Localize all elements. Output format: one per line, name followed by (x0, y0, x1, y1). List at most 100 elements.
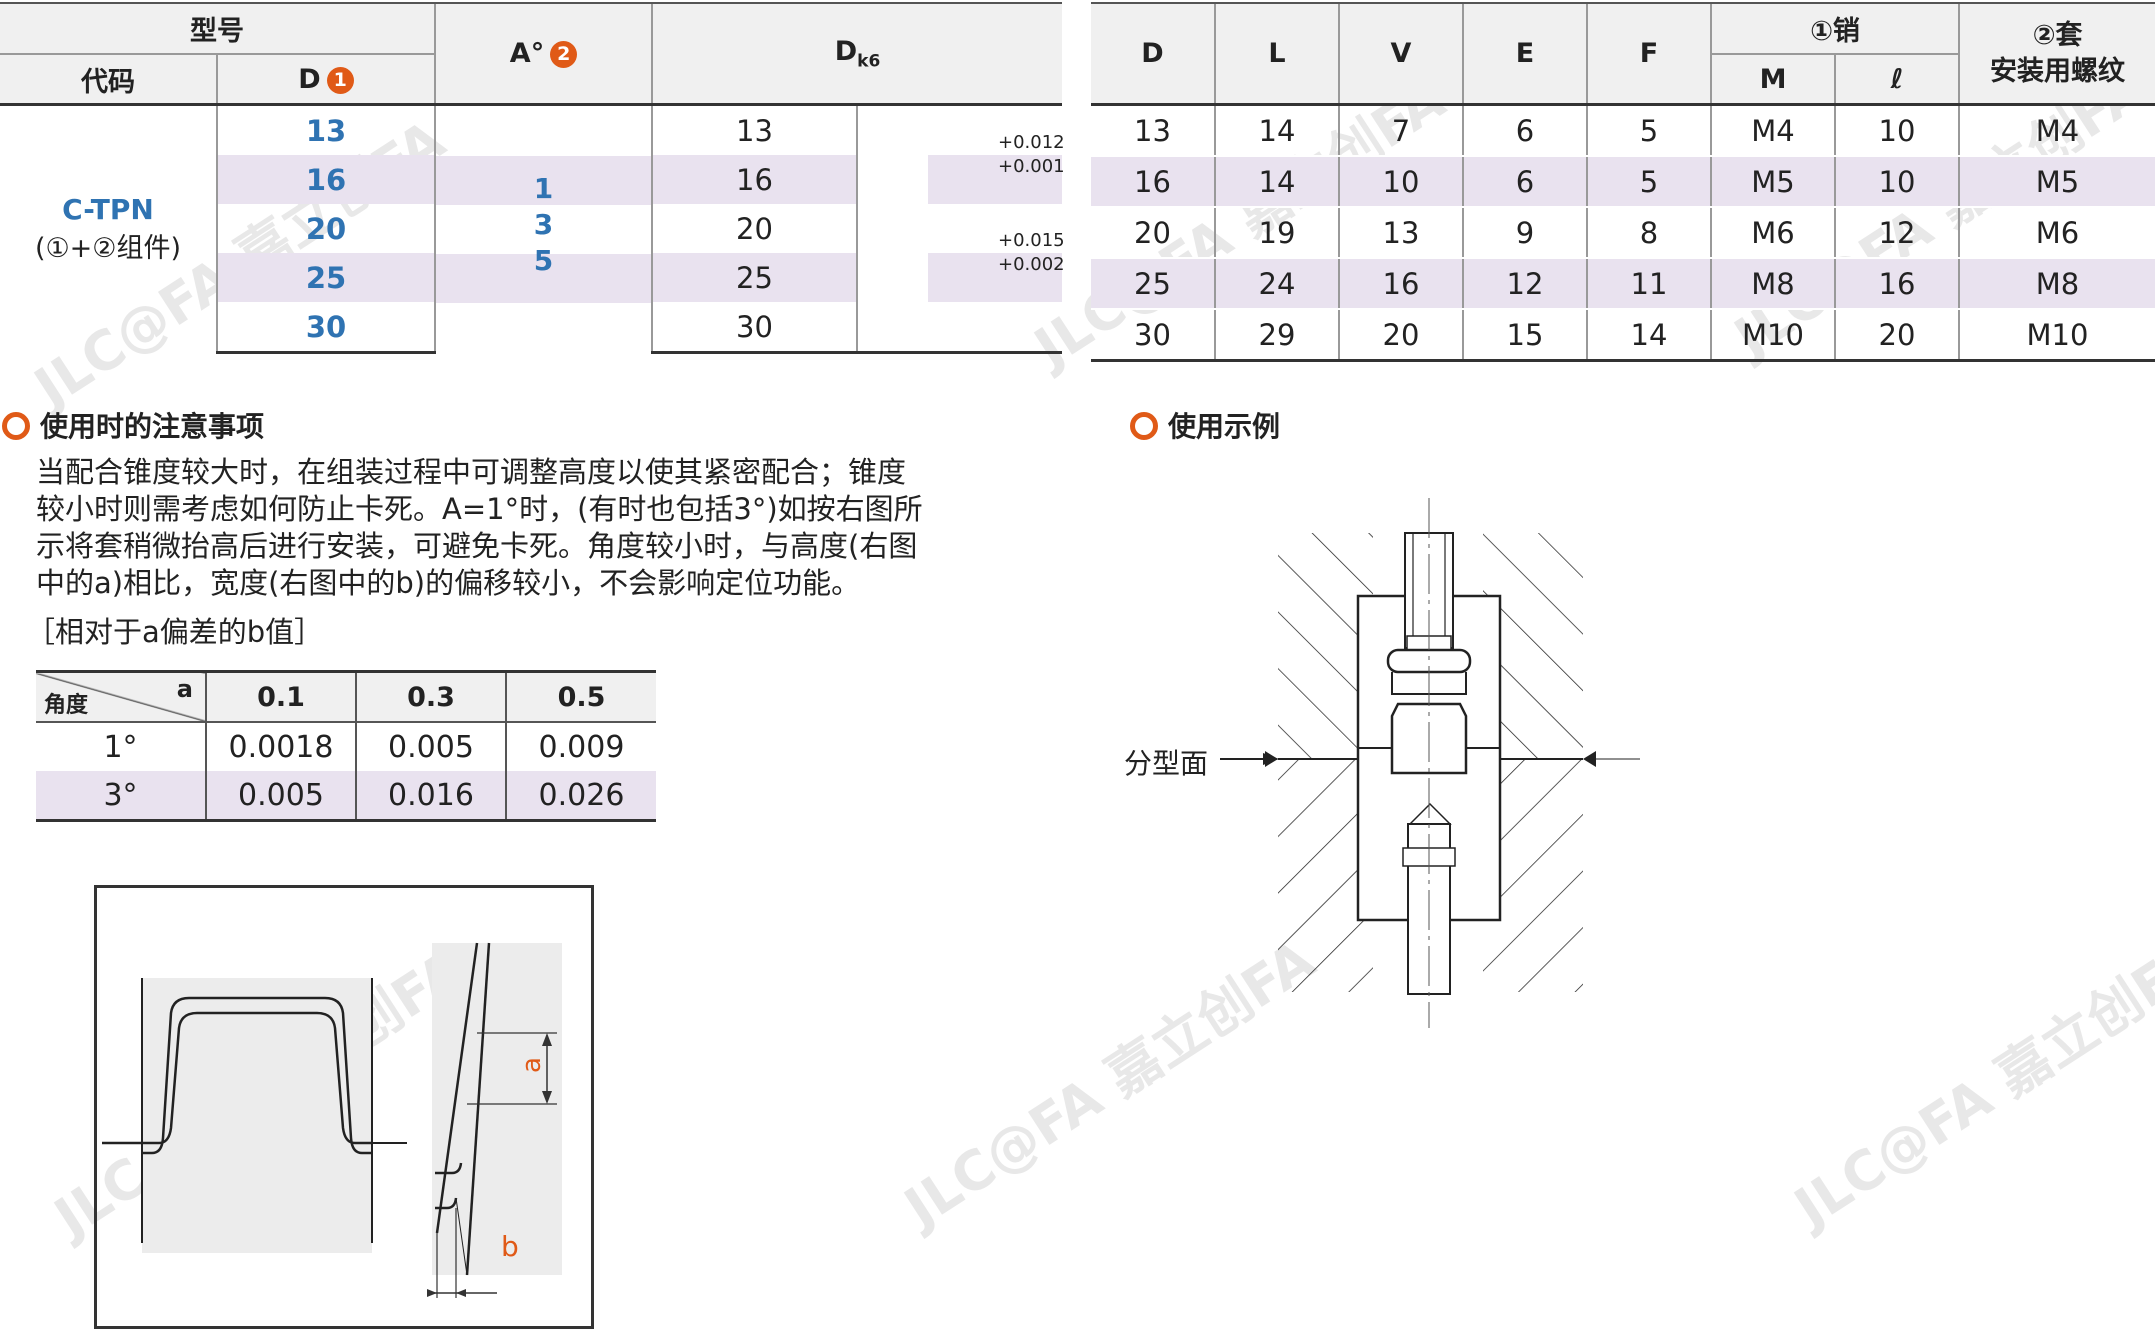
table-cell: 5 (1586, 104, 1711, 157)
table-cell: 12 (1462, 258, 1587, 310)
table-cell: 14 (1214, 156, 1339, 208)
table-cell: 6 (1462, 104, 1587, 157)
header-dk6: Dk6 (651, 2, 1062, 106)
taper-diagram-frame: a b (94, 885, 594, 1329)
angle-value: 1 (533, 171, 554, 205)
table-cell: 10 (1338, 156, 1463, 208)
table-cell: M10 (1958, 309, 2155, 362)
value-cell: 0.026 (505, 771, 656, 822)
code-note: (①+②组件) (34, 233, 182, 265)
table-cell: 15 (1462, 309, 1587, 362)
table-cell: 16 (1091, 156, 1215, 208)
table-cell: 16 (1338, 258, 1463, 310)
notes-paragraph: 当配合锥度较大时，在组装过程中可调整高度以使其紧密配合；锥度 较小时则需考虑如何… (36, 454, 956, 602)
dk6-value: 16 (651, 155, 857, 204)
dk6-value: 30 (651, 302, 857, 354)
label-b: b (501, 1230, 519, 1263)
table-cell: M6 (1710, 207, 1835, 259)
taper-diagram (102, 942, 562, 1298)
d-value: 30 (216, 302, 435, 354)
header-code: 代码 (0, 54, 217, 106)
code-cell: C-TPN (①+②组件) (0, 105, 217, 353)
parting-arrow-icon (1223, 753, 1279, 765)
corner-top: a (176, 675, 193, 703)
col-header: 0.3 (355, 670, 506, 723)
notes-subtitle: ［相对于a偏差的b值］ (26, 615, 324, 649)
watermark-logo: JLC@FA 嘉立创FA (1783, 928, 2155, 1240)
table-cell: 24 (1214, 258, 1339, 310)
table-cell: M8 (1958, 258, 2155, 310)
table-cell: M5 (1958, 156, 2155, 208)
table-cell: 25 (1091, 258, 1215, 310)
d-value: 25 (216, 253, 435, 302)
parting-label: 分型面 (1124, 747, 1209, 780)
d-value: 13 (216, 104, 435, 155)
angle-cell: 1 3 5 (434, 104, 652, 353)
table-cell: 19 (1214, 207, 1339, 259)
value-cell: 0.005 (355, 722, 506, 771)
dk6-value: 25 (651, 253, 857, 302)
notes-line: 示将套稍微抬高后进行安装，可避免卡死。角度较小时，与高度(右图 (36, 529, 918, 563)
value-cell: 0.016 (355, 771, 506, 822)
code-name: C-TPN (62, 193, 154, 227)
deviation-table: a 角度 0.1 0.3 0.5 1° 0.0018 0.005 0.009 3… (36, 670, 656, 822)
table-cell: 8 (1586, 207, 1711, 259)
table-cell: 13 (1338, 207, 1463, 259)
table-cell: 14 (1586, 309, 1711, 362)
table-cell: 12 (1834, 207, 1959, 259)
angle-value: 5 (533, 243, 554, 277)
usage-example-diagram (1220, 498, 1640, 1028)
badge-1: 1 (326, 66, 354, 94)
table-cell: 20 (1834, 309, 1959, 362)
table-cell: M4 (1710, 104, 1835, 157)
header-sleeve: ②套 安装用螺纹 (1958, 2, 2155, 106)
header-L: L (1214, 2, 1339, 106)
notes-title: 使用时的注意事项 (2, 405, 264, 445)
label-a: a (516, 1057, 547, 1073)
tolerance-1: +0.012 +0.001 (856, 104, 1065, 204)
table-cell: M6 (1958, 207, 2155, 259)
table-cell: 9 (1462, 207, 1587, 259)
d-value: 16 (216, 155, 435, 204)
table-cell: M4 (1958, 104, 2155, 157)
d-value: 20 (216, 204, 435, 253)
value-cell: 0.009 (505, 722, 656, 771)
dk6-value: 20 (651, 204, 857, 253)
table-cell: M5 (1710, 156, 1835, 208)
table-cell: 11 (1586, 258, 1711, 310)
notes-line: 当配合锥度较大时，在组装过程中可调整高度以使其紧密配合；锥度 (36, 455, 907, 489)
table-cell: 6 (1462, 156, 1587, 208)
angle-value: 3 (533, 207, 554, 241)
header-pin-l: ℓ (1834, 54, 1959, 106)
table-cell: M8 (1710, 258, 1835, 310)
col-header: 0.5 (505, 670, 656, 723)
badge-2: 2 (550, 41, 578, 68)
circle-bullet-icon (1130, 412, 1158, 440)
angle-cell: 1° (103, 729, 138, 765)
notes-line: 中的a)相比，宽度(右图中的b)的偏移较小，不会影响定位功能。 (36, 566, 861, 600)
header-E: E (1462, 2, 1587, 106)
table-cell: 10 (1834, 156, 1959, 208)
header-D: D (1091, 2, 1215, 106)
table-cell: 13 (1091, 104, 1215, 157)
dk6-value: 13 (651, 104, 857, 155)
corner-cell: a 角度 (36, 670, 206, 723)
col-header: 0.1 (205, 670, 356, 723)
table-cell: 20 (1338, 309, 1463, 362)
circle-bullet-icon (2, 412, 30, 440)
header-angle: A°2 (434, 2, 652, 106)
header-model: 型号 (0, 2, 435, 55)
corner-bottom: 角度 (44, 693, 89, 718)
value-cell: 0.0018 (205, 722, 356, 771)
tolerance-empty (856, 302, 1062, 354)
header-pin-m: M (1710, 54, 1835, 106)
table-cell: 5 (1586, 156, 1711, 208)
table-cell: M10 (1710, 309, 1835, 362)
